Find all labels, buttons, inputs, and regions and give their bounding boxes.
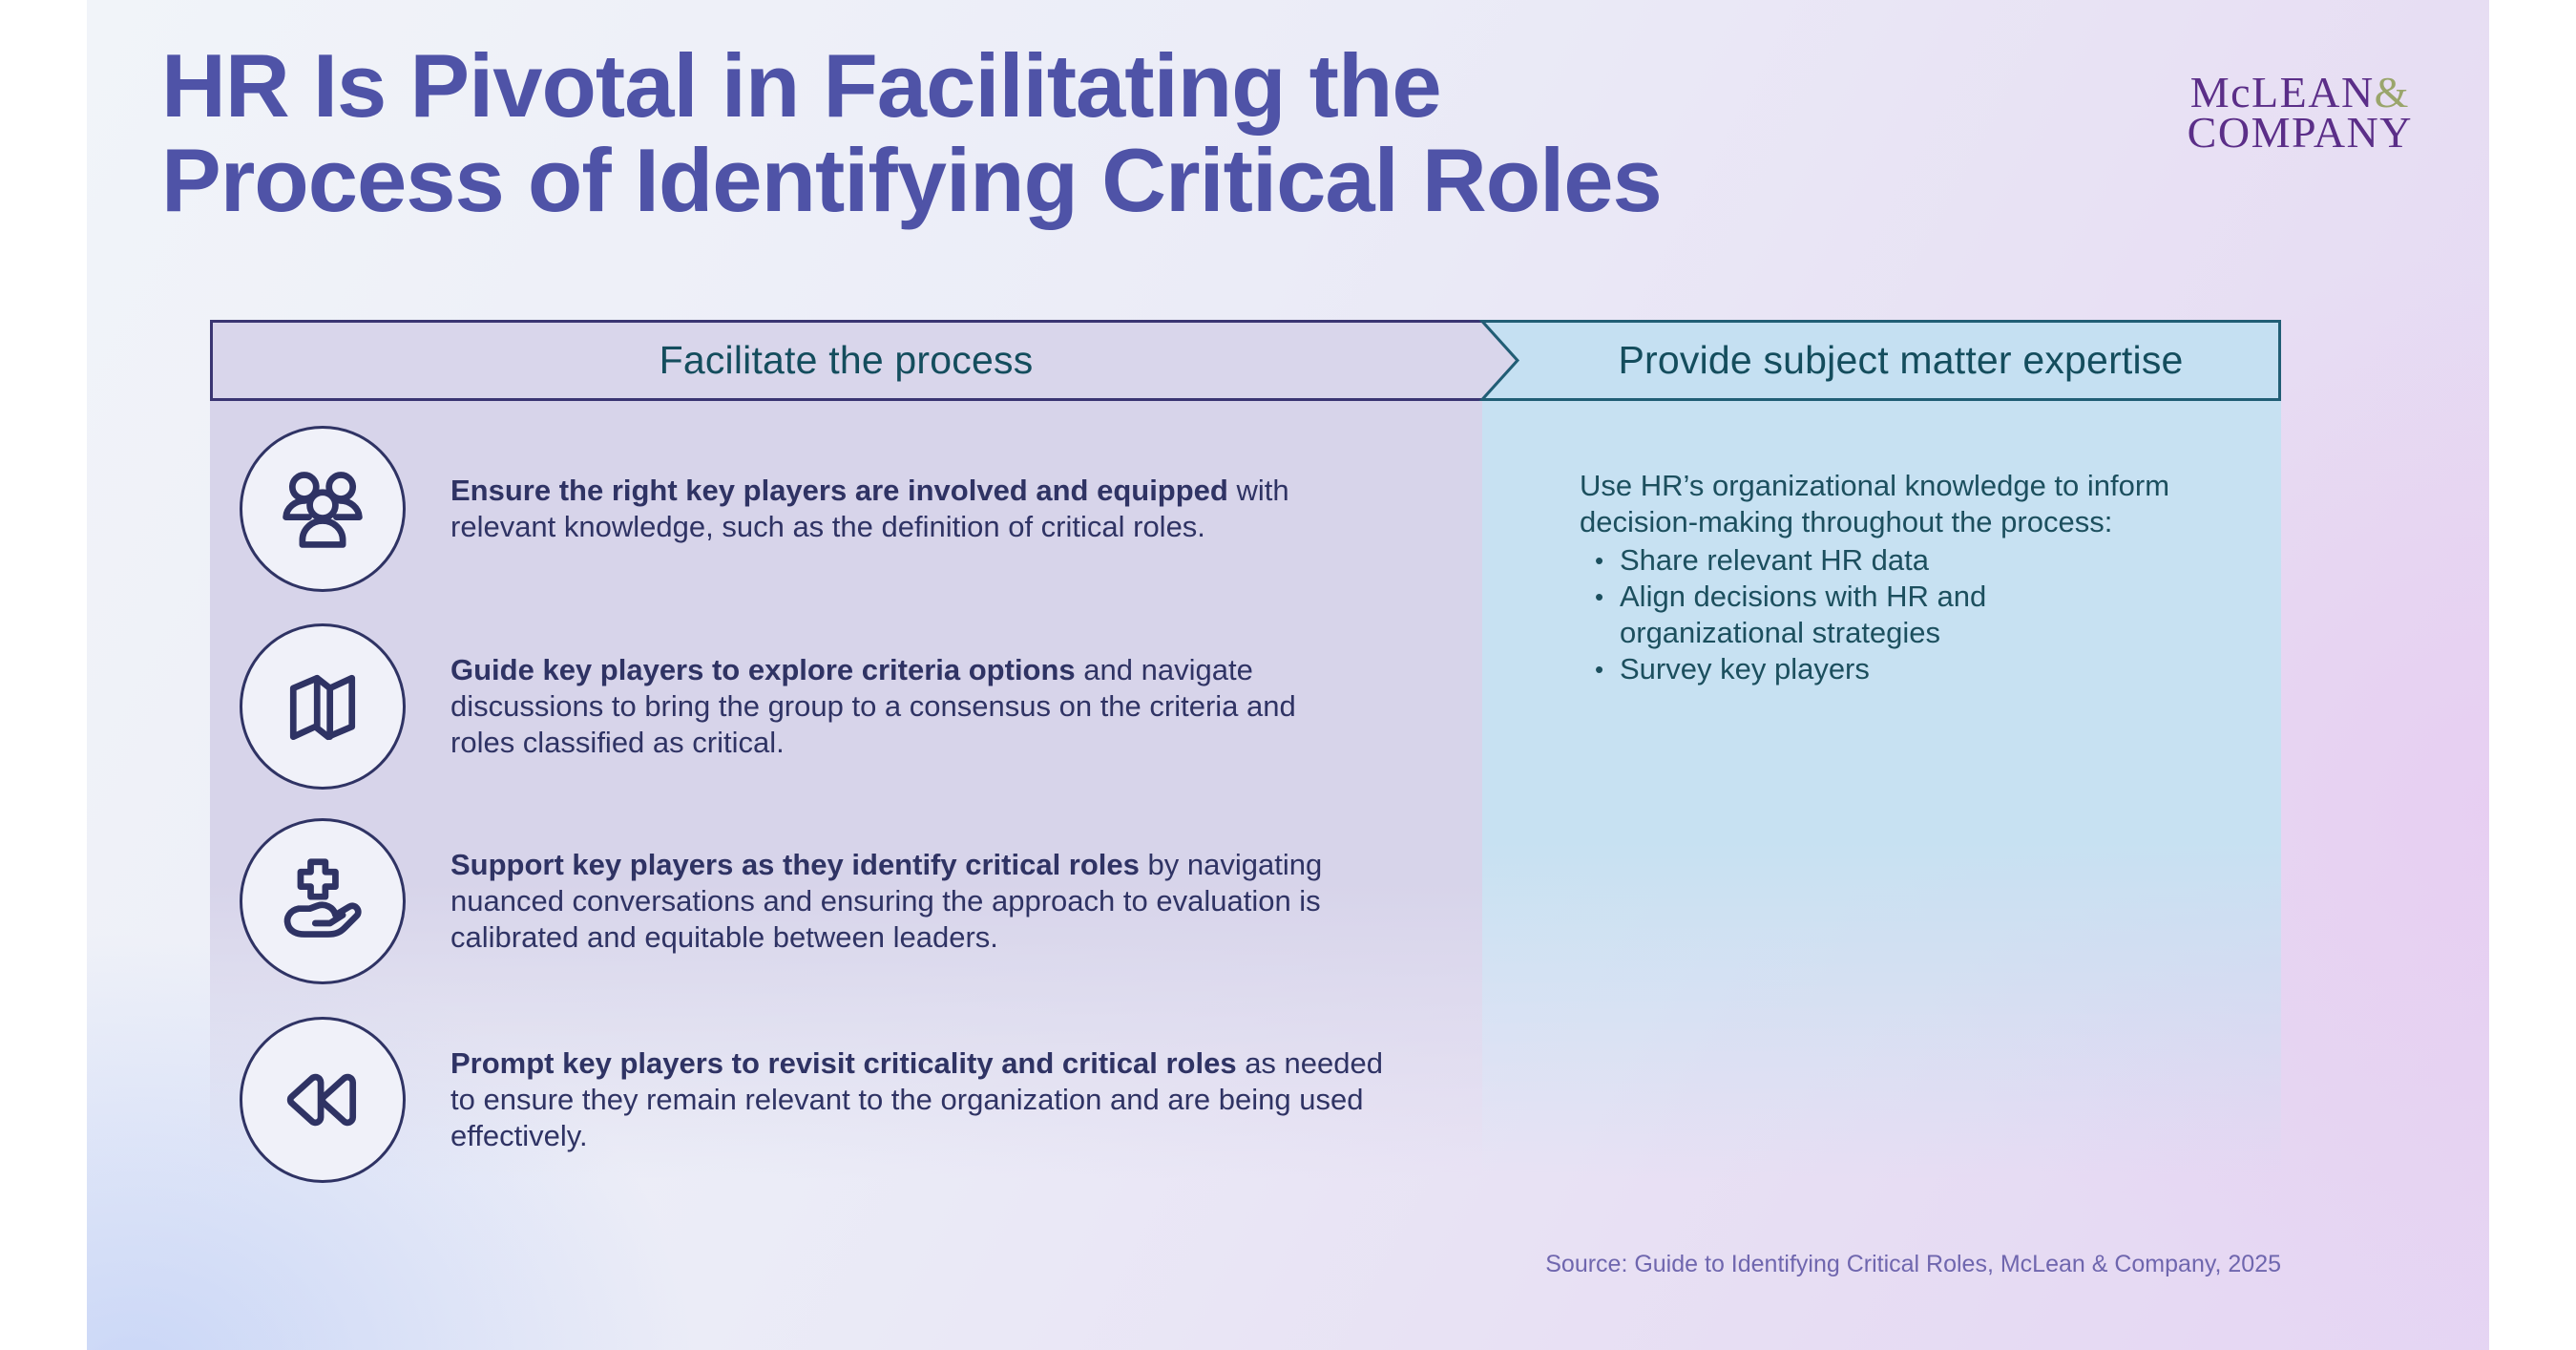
expertise-intro: Use HR’s organizational knowledge to inf… [1580, 469, 2170, 538]
item-bold-text: Guide key players to explore criteria op… [450, 653, 1076, 686]
logo-ampersand: & [2374, 68, 2410, 116]
item-text: Ensure the right key players are involve… [450, 473, 1367, 545]
item-text: Support key players as they identify cri… [450, 847, 1348, 956]
logo-name: McLEAN [2189, 68, 2375, 116]
title-line-2: Process of Identifying Critical Roles [161, 130, 1663, 230]
expertise-column-text: Use HR’s organizational knowledge to inf… [1580, 468, 2248, 687]
page-title: HR Is Pivotal in Facilitating the Proces… [161, 35, 1663, 230]
list-item: Survey key players [1580, 651, 2000, 687]
logo-line-1: McLEAN& [2188, 71, 2413, 115]
item-rest-text: as needed to ensure they remain relevant… [450, 1046, 1383, 1152]
expertise-header-shape [1478, 320, 2281, 401]
item-rest-text: by navigating nuanced conversations and … [450, 848, 1323, 954]
mclean-company-logo: McLEAN& COMPANY [2187, 71, 2413, 157]
item-text: Prompt key players to revisit criticalit… [450, 1045, 1391, 1154]
map-icon [240, 623, 406, 790]
list-item: Share relevant HR data [1580, 542, 2000, 579]
column-header-bar [210, 320, 2281, 401]
hand-plus-icon [240, 818, 406, 984]
item-bold-text: Support key players as they identify cri… [450, 848, 1140, 881]
item-bold-text: Prompt key players to revisit criticalit… [450, 1046, 1237, 1080]
title-line-1: HR Is Pivotal in Facilitating the [161, 35, 1442, 136]
column-header-facilitate: Facilitate the process [659, 338, 1034, 382]
list-item-support: Support key players as they identify cri… [240, 818, 1348, 984]
item-rest-text: and navigate discussions to bring the gr… [450, 653, 1296, 759]
slide-canvas: HR Is Pivotal in Facilitating the Proces… [87, 0, 2489, 1350]
item-bold-text: Ensure the right key players are involve… [450, 474, 1228, 507]
expertise-bullet-list: Share relevant HR data Align decisions w… [1580, 542, 2248, 687]
people-group-icon [240, 426, 406, 592]
list-item-ensure: Ensure the right key players are involve… [240, 426, 1367, 592]
facilitate-column-panel [210, 401, 1482, 1203]
expertise-column-panel [1482, 401, 2281, 1203]
source-citation: Source: Guide to Identifying Critical Ro… [1545, 1251, 2281, 1277]
column-header-expertise: Provide subject matter expertise [1618, 338, 2184, 382]
logo-line-2: COMPANY [2187, 108, 2413, 157]
list-item-guide: Guide key players to explore criteria op… [240, 623, 1329, 790]
item-text: Guide key players to explore criteria op… [450, 652, 1329, 761]
list-item: Align decisions with HR and organization… [1580, 579, 2000, 651]
item-rest-text: with relevant knowledge, such as the def… [450, 474, 1289, 543]
rewind-icon [240, 1017, 406, 1183]
list-item-prompt: Prompt key players to revisit criticalit… [240, 1017, 1391, 1183]
